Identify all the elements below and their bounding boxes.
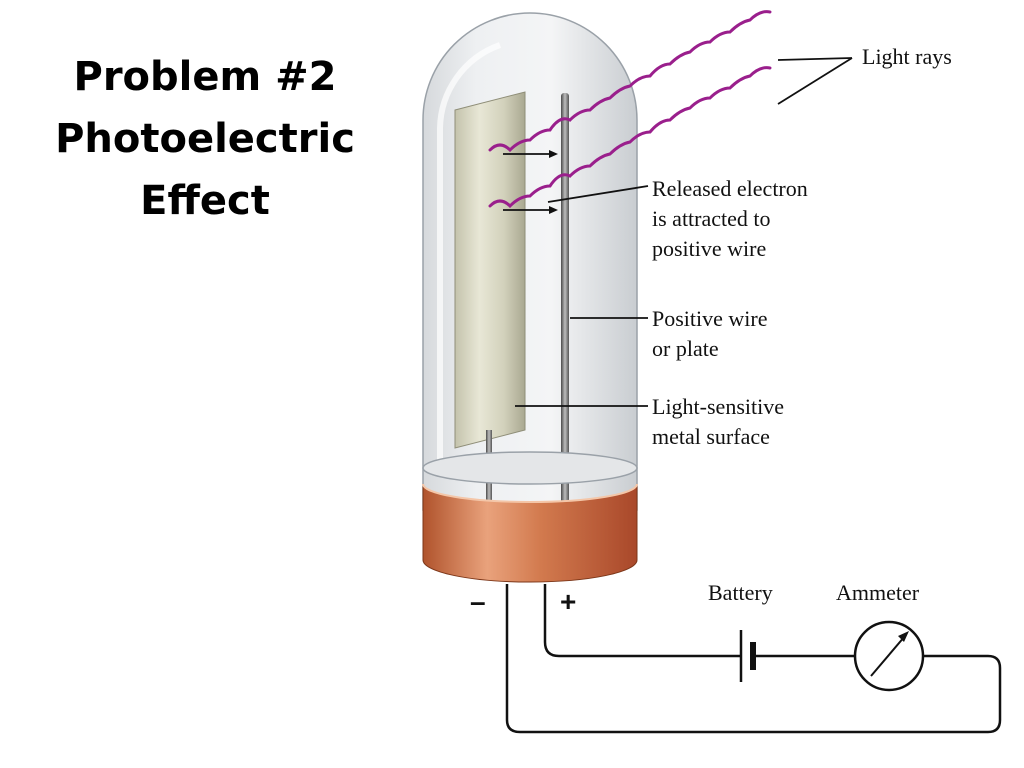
wire-ammeter-return (505, 584, 1002, 734)
title-line-1: Problem #2 (73, 54, 337, 100)
label-battery: Battery (708, 578, 773, 608)
label-ammeter: Ammeter (836, 578, 919, 608)
leader-light-rays-2 (777, 57, 853, 105)
circuit-wires (505, 584, 1002, 734)
base-top (422, 451, 638, 485)
label-light-rays: Light rays (862, 42, 952, 72)
label-positive-wire-line-1: Positive wire (652, 306, 768, 331)
label-released-electron-line-2: is attracted to (652, 206, 771, 231)
title-line-2: Photoelectric (55, 116, 355, 162)
leader-released-electron (547, 185, 649, 203)
label-positive-wire-line-2: or plate (652, 336, 719, 361)
label-ammeter-text: Ammeter (836, 580, 920, 605)
label-light-rays-text: Light rays (862, 44, 952, 69)
label-metal-surface-line-2: metal surface (652, 424, 770, 449)
light-ray-2 (488, 66, 772, 209)
base-rim (422, 483, 638, 503)
label-positive-wire: Positive wire or plate (652, 304, 768, 364)
label-metal-surface-line-1: Light-sensitive (652, 394, 784, 419)
ammeter-symbol (853, 620, 925, 692)
label-released-electron: Released electron is attracted to positi… (652, 174, 808, 264)
slide-title: Problem #2 Photoelectric Effect (40, 46, 370, 232)
positive-terminal-sign: + (560, 586, 577, 617)
leader-light-rays-1 (777, 57, 853, 61)
electron-arrow-2 (503, 206, 558, 214)
wire-positive-to-battery (543, 584, 740, 658)
metal-surface (454, 91, 526, 449)
label-metal-surface: Light-sensitive metal surface (652, 392, 784, 452)
label-released-electron-line-3: positive wire (652, 236, 767, 261)
battery-symbol (739, 630, 756, 682)
positive-wire (561, 93, 569, 510)
label-battery-text: Battery (708, 580, 773, 605)
leader-lines (515, 57, 853, 407)
light-ray-1 (488, 10, 772, 153)
label-released-electron-line-1: Released electron (652, 176, 808, 201)
title-line-3: Effect (140, 178, 270, 224)
glass-highlight (436, 42, 502, 470)
electron-arrow-1 (503, 150, 558, 158)
negative-terminal-sign: – (470, 586, 486, 617)
